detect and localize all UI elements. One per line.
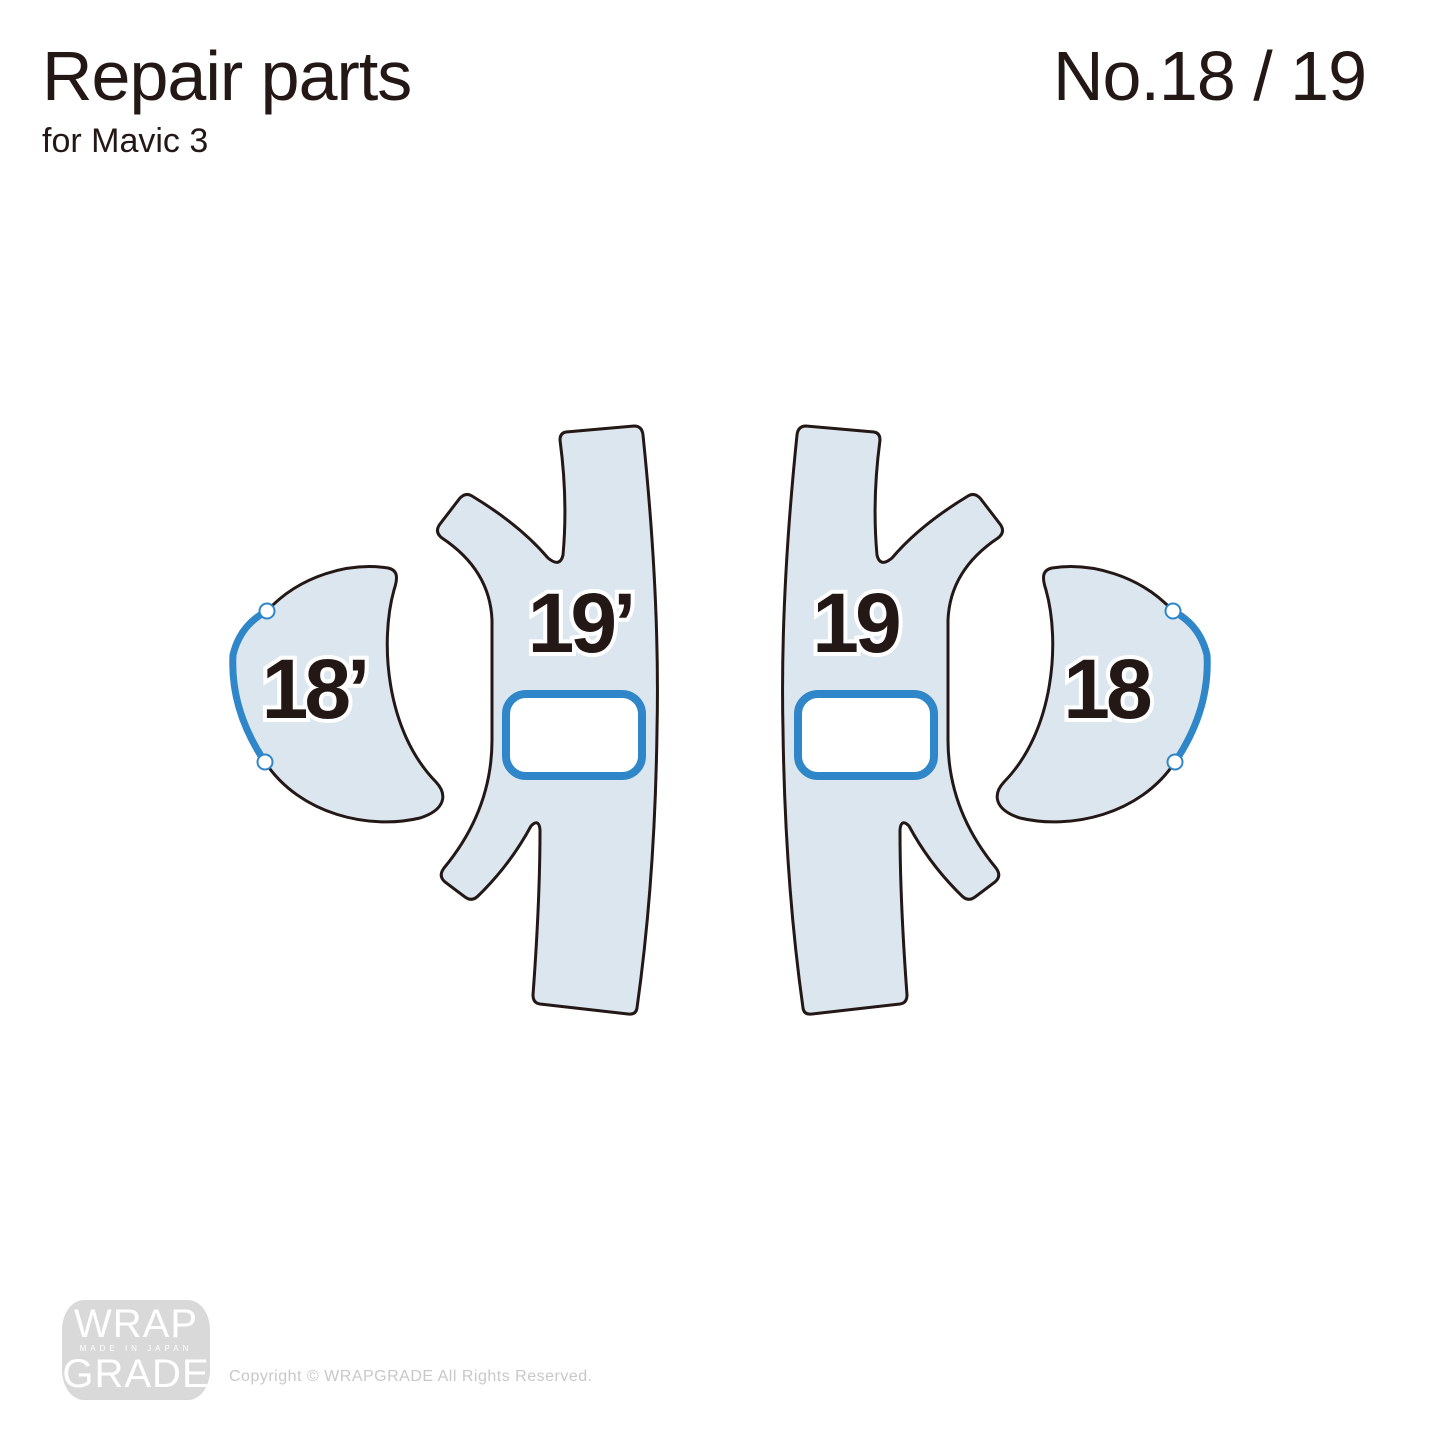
part-19-shape (783, 426, 1003, 1014)
logo-line-3: GRADE (62, 1352, 210, 1396)
wrapgrade-logo: WRAP MADE IN JAPAN GRADE (62, 1300, 210, 1400)
logo-line-1: WRAP (74, 1302, 198, 1346)
copyright-text: Copyright © WRAPGRADE All Rights Reserve… (229, 1368, 593, 1385)
part-number: No.18 / 19 (1053, 37, 1367, 115)
page-title: Repair parts (42, 37, 412, 115)
part-label-18-prime: 18’ (262, 642, 367, 736)
logo-line-2: MADE IN JAPAN (79, 1344, 193, 1353)
part-label-19: 19 (812, 576, 899, 670)
part-19-prime-shape (437, 426, 657, 1014)
part-label-19-prime: 19’ (528, 576, 633, 670)
page-subtitle: for Mavic 3 (42, 122, 209, 160)
part-label-18: 18 (1063, 642, 1151, 736)
